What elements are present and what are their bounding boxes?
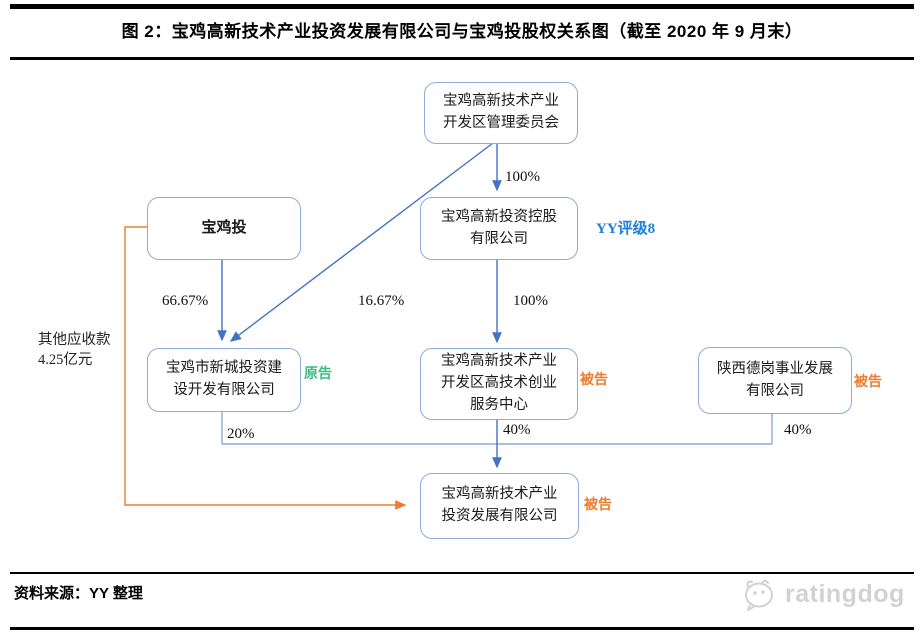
- receivable-note: 其他应收款 4.25亿元: [38, 332, 111, 369]
- node-holding: 宝鸡高新投资控股 有限公司: [420, 197, 578, 260]
- figure-title: 图 2：宝鸡高新技术产业投资发展有限公司与宝鸡投股权关系图（截至 2020 年 …: [121, 22, 803, 41]
- edge-label-16-67: 16.67%: [358, 293, 405, 309]
- edge-label-100-top: 100%: [505, 169, 540, 185]
- dog-face-icon: [745, 579, 773, 611]
- edge-label-100-mid: 100%: [513, 293, 548, 309]
- node-service-center: 宝鸡高新技术产业 开发区高技术创业 服务中心: [420, 348, 578, 420]
- brand-name: ratingdog: [785, 579, 905, 608]
- yy-rating-label: YY评级8: [596, 221, 656, 237]
- defendant-label-degang: 被告: [854, 375, 882, 390]
- edge-label-40-mid: 40%: [503, 422, 531, 438]
- top-rule: [10, 4, 914, 9]
- node-admin-committee: 宝鸡高新技术产业 开发区管理委员会: [424, 82, 578, 144]
- footer-top-rule: [10, 572, 914, 574]
- edge-label-20: 20%: [227, 426, 255, 442]
- defendant-label-service: 被告: [580, 373, 608, 388]
- brand-logo: ratingdog: [740, 577, 905, 611]
- footer-bottom-rule: [10, 627, 914, 630]
- edge-label-66-67: 66.67%: [162, 293, 209, 309]
- defendant-label-target: 被告: [584, 498, 612, 513]
- edge-label-40-right: 40%: [784, 422, 812, 438]
- node-baojitou: 宝鸡投: [147, 197, 301, 260]
- plaintiff-label: 原告: [304, 367, 332, 382]
- node-degang: 陕西德岗事业发展 有限公司: [698, 347, 852, 414]
- node-xincheng: 宝鸡市新城投资建 设开发有限公司: [147, 348, 301, 412]
- node-target: 宝鸡高新技术产业 投资发展有限公司: [420, 473, 579, 539]
- source-text: 资料来源：YY 整理: [14, 585, 143, 602]
- title-bottom-rule: [10, 57, 914, 60]
